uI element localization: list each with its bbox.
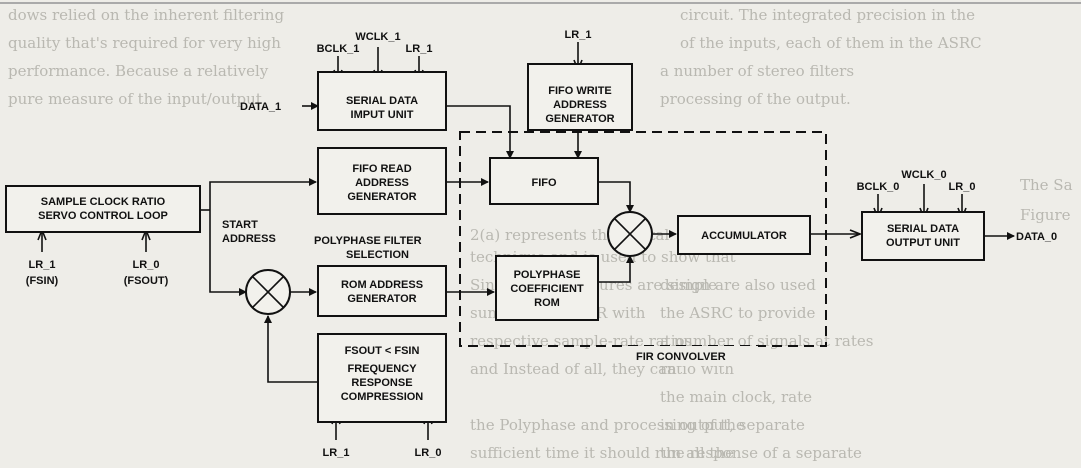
block-label: FIFO READ — [352, 163, 411, 175]
block-label: GENERATOR — [347, 293, 416, 305]
polyphase-selection-label: POLYPHASE FILTER — [314, 235, 422, 247]
bg-line: sufficient time it should run all the — [470, 444, 734, 462]
servo-to-fifo-read — [209, 178, 317, 210]
block-label: RESPONSE — [351, 377, 412, 389]
wclk-0-label: WCLK_0 — [901, 169, 946, 181]
fsout-lt-fsin-label: FSOUT < FSIN — [345, 345, 420, 357]
block-label: SERIAL DATA — [346, 95, 418, 107]
servo-lr-0-label: LR_0 — [133, 259, 160, 271]
serial-in-to-fifo — [446, 105, 514, 159]
polyphase-coefficient-rom: POLYPHASE COEFFICIENT ROM — [495, 255, 599, 321]
block-label: GENERATOR — [347, 191, 416, 203]
lr-0-label: LR_0 — [949, 181, 976, 193]
block-label: ROM — [534, 297, 560, 309]
block-label: FIFO — [531, 177, 556, 189]
bg-line: performance. Because a relatively — [8, 62, 269, 80]
fir-convolver-label: FIR CONVOLVER — [636, 351, 726, 363]
block-label: IMPUT UNIT — [351, 109, 414, 121]
block-label: ADDRESS — [553, 99, 607, 111]
start-address-label: ADDRESS — [222, 233, 276, 245]
servo-to-mixer — [209, 210, 247, 296]
block-label: COEFFICIENT — [510, 283, 584, 295]
bg-line: quality that's required for very high — [8, 34, 281, 52]
bg-line: a number of stereo filters — [660, 62, 854, 80]
block-label: COMPRESSION — [341, 391, 424, 403]
bg-line: in output, separate — [660, 416, 805, 434]
bclk-0-label: BCLK_0 — [857, 181, 900, 193]
bg-line: the main clock, rate — [660, 388, 812, 406]
block-label: FIFO WRITE — [548, 85, 612, 97]
block-label: OUTPUT UNIT — [886, 237, 960, 249]
lr-1-label: LR_1 — [406, 43, 433, 55]
fifo-read-address-generator: FIFO READ ADDRESS GENERATOR — [317, 147, 447, 215]
wclk-1-label: WCLK_1 — [355, 31, 400, 43]
rom-address-generator: ROM ADDRESS GENERATOR — [317, 265, 447, 317]
comp-lr-0-label: LR_0 — [415, 447, 442, 459]
block-label: FREQUENCY — [347, 363, 417, 375]
fifo-write-address-generator: FIFO WRITE ADDRESS GENERATOR — [527, 63, 633, 131]
bg-line: pure measure of the input/output — [8, 90, 262, 108]
fsout-label: (FSOUT) — [124, 275, 169, 287]
compression-to-mixer — [264, 315, 318, 383]
data-1-label: DATA_1 — [240, 101, 281, 113]
bg-line: of the inputs, each of them in the ASRC — [680, 34, 982, 52]
bg-line: processing of the output. — [660, 90, 851, 108]
data-0-label: DATA_0 — [1016, 231, 1057, 243]
serial-data-output-unit: SERIAL DATA OUTPUT UNIT — [861, 211, 985, 261]
bg-line: the ASRC to provide — [660, 304, 815, 322]
bg-line: The Sa — [1020, 176, 1073, 194]
fifo-block: FIFO — [489, 157, 599, 205]
block-label: POLYPHASE — [514, 269, 581, 281]
bg-line: the Polyphase and processing of the — [470, 416, 745, 434]
block-label: ROM ADDRESS — [341, 279, 423, 291]
bg-line: respective sample-rate ratios, — [470, 332, 697, 350]
bg-line: design are also used — [660, 276, 816, 294]
bclk-1-label: BCLK_1 — [317, 43, 360, 55]
address-mixer-icon — [245, 269, 291, 315]
bg-line: the response of a separate — [660, 444, 862, 462]
fifo-to-multiplier — [598, 181, 634, 213]
bg-line: circuit. The integrated precision in the — [680, 6, 975, 24]
signal-labels: BCLK_1 WCLK_1 LR_1 DATA_1 LR_1 BCLK_0 WC… — [26, 29, 1057, 459]
frequency-response-compression: FSOUT < FSIN FREQUENCY RESPONSE COMPRESS… — [317, 333, 447, 423]
polyphase-selection-label: SELECTION — [346, 249, 409, 261]
bg-line: dows relied on the inherent filtering — [8, 6, 284, 24]
accumulator-block: ACCUMULATOR — [677, 215, 811, 255]
block-label: SERIAL DATA — [887, 223, 959, 235]
fsin-label: (FSIN) — [26, 275, 59, 287]
bg-line: and Instead of all, they can — [470, 360, 677, 378]
servo-lr-1-label: LR_1 — [29, 259, 56, 271]
label-backdrop — [628, 346, 758, 366]
lr-fifo-label: LR_1 — [565, 29, 592, 41]
block-label: ADDRESS — [355, 177, 409, 189]
rom-to-multiplier — [598, 255, 634, 283]
block-label: SAMPLE CLOCK RATIO — [41, 196, 166, 208]
fir-multiplier-icon — [607, 211, 653, 257]
sample-clock-ratio-servo: SAMPLE CLOCK RATIO SERVO CONTROL LOOP — [5, 185, 201, 233]
block-label: SERVO CONTROL LOOP — [38, 210, 168, 222]
comp-lr-1-label: LR_1 — [323, 447, 350, 459]
serial-data-input-unit: SERIAL DATA IMPUT UNIT — [317, 71, 447, 131]
start-address-label: START — [222, 219, 258, 231]
block-label: ACCUMULATOR — [701, 230, 787, 242]
block-label: GENERATOR — [545, 113, 614, 125]
fir-convolver-region — [459, 131, 827, 347]
bg-line: Figure — [1020, 206, 1071, 224]
